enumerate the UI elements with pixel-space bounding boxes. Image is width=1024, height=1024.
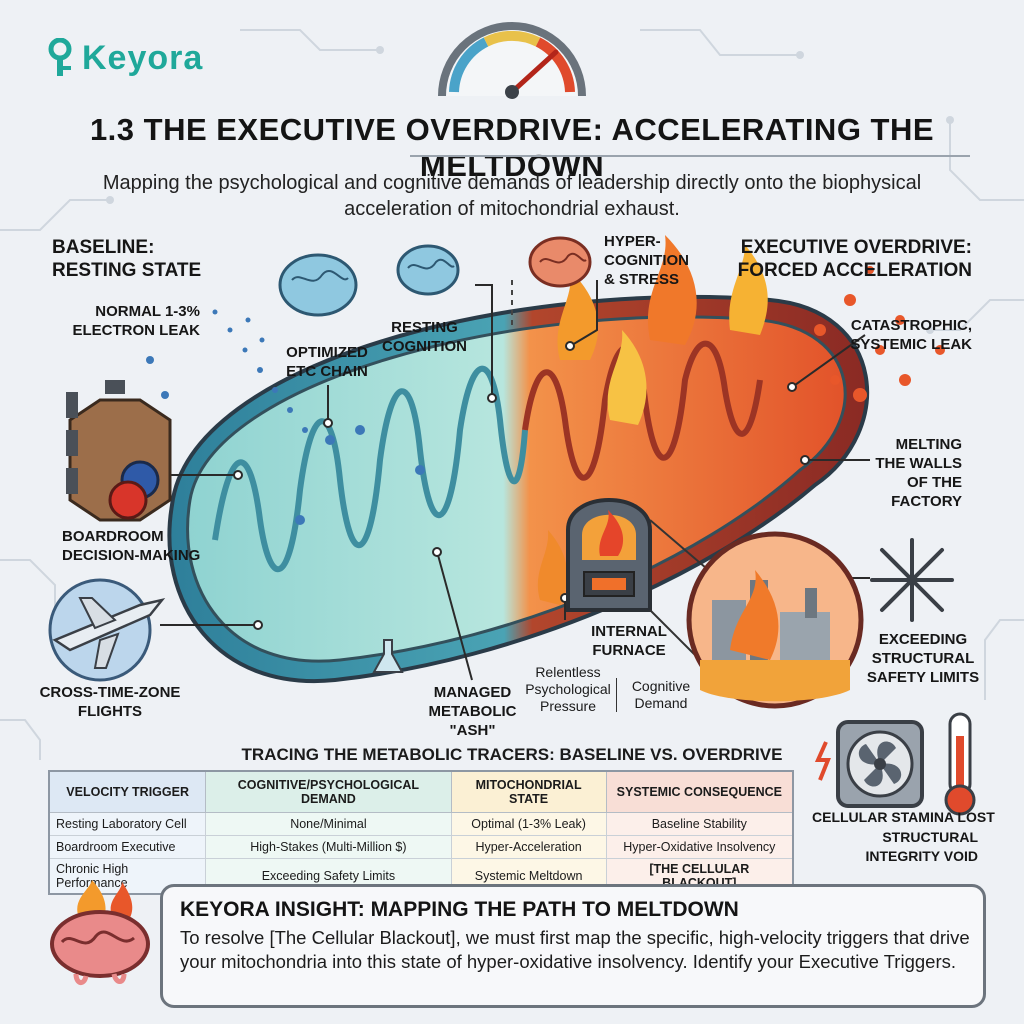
label-ash: MANAGED METABOLIC "ASH"	[428, 684, 517, 739]
label-furnace: INTERNAL FURNACE	[591, 623, 667, 659]
label-safety-limits: EXCEEDING STRUCTURAL SAFETY LIMITS	[866, 631, 980, 686]
title-divider	[410, 155, 970, 157]
label-systemic-leak: CATASTROPHIC, SYSTEMIC LEAK	[850, 317, 972, 353]
brain-icon	[278, 236, 592, 317]
label-etc-chain: OPTIMIZED ETC CHAIN	[286, 344, 368, 380]
label-cognitive-demand: Cognitive Demand	[616, 678, 701, 712]
table-header-row: VELOCITY TRIGGER COGNITIVE/PSYCHOLOGICAL…	[48, 770, 794, 813]
label-resting-cognition: RESTING COGNITION	[382, 319, 467, 355]
baseline-heading: BASELINE: RESTING STATE	[52, 237, 202, 281]
boardroom-icon	[66, 380, 172, 522]
burning-brain-icon	[50, 880, 150, 985]
lightning-icon	[814, 741, 831, 781]
label-boardroom: BOARDROOM DECISION-MAKING	[62, 528, 201, 564]
flame-icon	[537, 235, 768, 605]
fan-icon	[836, 720, 924, 808]
insight-title: KEYORA INSIGHT: MAPPING THE PATH TO MELT…	[180, 898, 739, 921]
electron-dots	[126, 309, 425, 525]
page-subtitle: Mapping the psychological and cognitive …	[102, 172, 922, 220]
table-header: MITOCHONDRIAL STATE	[450, 770, 607, 813]
table-row: Boardroom Executive High-Stakes (Multi-M…	[48, 835, 794, 859]
table-header: COGNITIVE/PSYCHOLOGICAL DEMAND	[205, 770, 452, 813]
table-cell: Resting Laboratory Cell	[48, 812, 207, 836]
table-cell: High-Stakes (Multi-Million $)	[205, 835, 452, 859]
speedometer-icon	[438, 22, 586, 99]
leak-dots	[814, 266, 945, 402]
table-header: VELOCITY TRIGGER	[48, 770, 207, 813]
table-row: Resting Laboratory Cell None/Minimal Opt…	[48, 812, 794, 836]
melting-factory-icon	[686, 531, 864, 709]
label-hyper-cognition: HYPER- COGNITION & STRESS	[604, 233, 689, 288]
insight-box	[160, 884, 986, 1008]
flask-icon	[372, 639, 404, 673]
label-integrity-void: STRUCTURAL INTEGRITY VOID	[865, 829, 978, 864]
label-stamina-lost: CELLULAR STAMINA LOST	[812, 809, 995, 825]
table-cell: Boardroom Executive	[48, 835, 207, 859]
page-title: 1.3 THE EXECUTIVE OVERDRIVE: ACCELERATIN…	[89, 112, 935, 183]
thermometer-icon	[944, 712, 976, 816]
label-flights: CROSS-TIME-ZONE FLIGHTS	[39, 684, 181, 720]
brand-logo: Keyora	[44, 38, 203, 78]
tracer-table: VELOCITY TRIGGER COGNITIVE/PSYCHOLOGICAL…	[48, 770, 794, 895]
label-psych-pressure: Relentless Psychological Pressure	[525, 664, 611, 714]
key-icon	[48, 38, 72, 76]
insight-body: To resolve [The Cellular Blackout], we m…	[180, 927, 970, 972]
table-title: TRACING THE METABOLIC TRACERS: BASELINE …	[241, 745, 783, 764]
table-cell: None/Minimal	[205, 812, 452, 836]
table-cell: Hyper-Acceleration	[450, 835, 607, 859]
label-electron-leak: NORMAL 1-3% ELECTRON LEAK	[72, 303, 201, 339]
shatter-icon	[870, 538, 954, 622]
table-cell: Hyper-Oxidative Insolvency	[605, 835, 794, 859]
overdrive-heading: EXECUTIVE OVERDRIVE: FORCED ACCELERATION	[737, 237, 972, 281]
table-cell: Optimal (1-3% Leak)	[450, 812, 607, 836]
brand-name: Keyora	[82, 38, 204, 77]
airplane-icon	[48, 578, 166, 682]
table-cell: Baseline Stability	[605, 812, 794, 836]
table-header: SYSTEMIC CONSEQUENCE	[605, 770, 794, 813]
furnace-icon	[566, 498, 652, 612]
label-melting-walls: MELTING THE WALLS OF THE FACTORY	[875, 436, 962, 510]
